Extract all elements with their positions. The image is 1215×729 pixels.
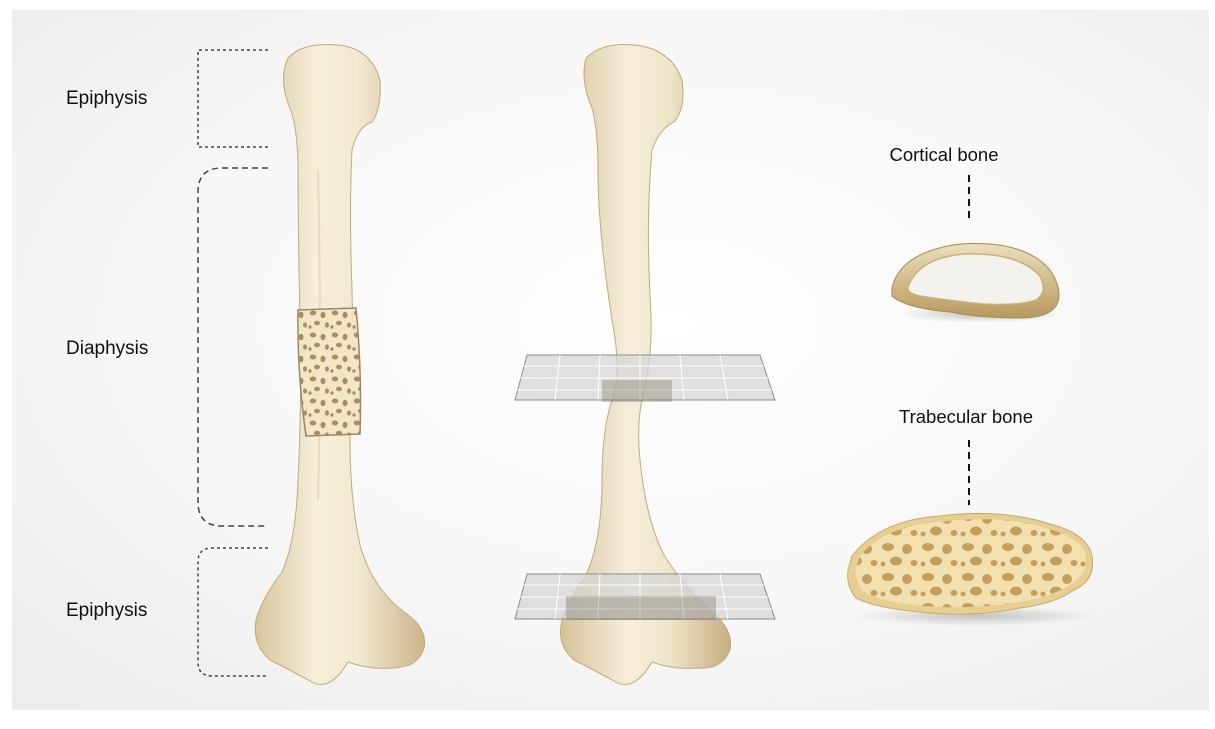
cortical-bone-ring: [892, 244, 1062, 323]
cortical-bone-label: Cortical bone: [889, 144, 998, 166]
diaphysis-bracket: [198, 168, 268, 526]
trabecular-bone-chunk: [848, 513, 1095, 626]
cross-section-plane-upper: [515, 355, 775, 402]
long-bone-left: [255, 45, 424, 685]
epiphysis-bottom-bracket: [198, 548, 268, 676]
epiphysis-top-bracket: [198, 50, 268, 147]
epiphysis-top-label: Epiphysis: [66, 88, 147, 110]
spongy-cutaway: [298, 308, 361, 436]
trabecular-bone-label: Trabecular bone: [899, 406, 1033, 428]
diaphysis-label: Diaphysis: [66, 338, 148, 360]
cross-section-plane-lower: [515, 574, 775, 620]
epiphysis-bottom-label: Epiphysis: [66, 600, 147, 622]
